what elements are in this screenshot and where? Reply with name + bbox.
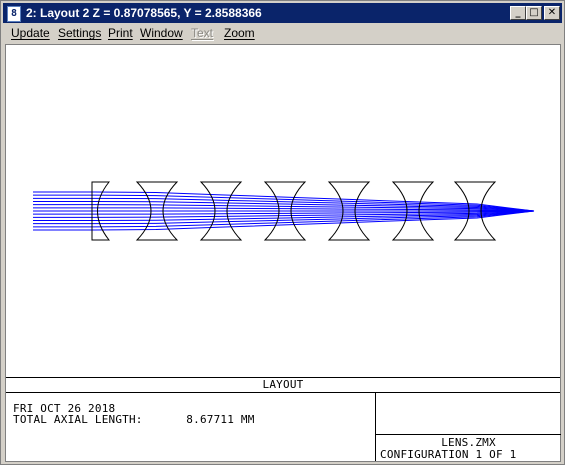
layout-canvas[interactable]: LAYOUT FRI OCT 26 2018 TOTAL AXIAL LENGT… bbox=[5, 44, 561, 462]
ray bbox=[33, 210, 535, 225]
ray bbox=[33, 201, 535, 212]
menu-settings[interactable]: Settings bbox=[58, 26, 102, 40]
lens-element bbox=[453, 181, 497, 241]
ray bbox=[33, 210, 535, 231]
ray bbox=[33, 194, 535, 212]
ray bbox=[33, 197, 535, 212]
lens-element bbox=[91, 181, 111, 241]
lens-element bbox=[199, 181, 243, 241]
ray bbox=[33, 210, 535, 228]
total-axial-length: TOTAL AXIAL LENGTH: 8.67711 MM bbox=[13, 414, 255, 425]
ray bbox=[33, 210, 535, 221]
menu-bar: Update Settings Print Window Text Zoom bbox=[3, 23, 562, 43]
minimize-button[interactable]: _ bbox=[510, 6, 526, 20]
layout-header: LAYOUT bbox=[6, 377, 560, 393]
plot-date: FRI OCT 26 2018 bbox=[13, 402, 116, 415]
lens-element bbox=[263, 181, 307, 241]
total-axial-length-label: TOTAL AXIAL LENGTH: bbox=[13, 413, 143, 426]
ray bbox=[33, 204, 535, 212]
total-axial-length-value: 8.67711 MM bbox=[186, 413, 255, 426]
ray bbox=[33, 191, 535, 212]
maximize-button[interactable]: □ bbox=[526, 6, 542, 20]
menu-text: Text bbox=[191, 26, 214, 40]
lens-element bbox=[391, 181, 435, 241]
lens-element bbox=[327, 181, 371, 241]
lens-layout-plot bbox=[33, 181, 535, 241]
lens-file-name: LENS.ZMX bbox=[441, 436, 496, 449]
close-button[interactable]: ✕ bbox=[544, 6, 560, 20]
ray bbox=[33, 207, 535, 212]
configuration-label: CONFIGURATION 1 OF 1 bbox=[380, 448, 517, 461]
ray bbox=[33, 210, 535, 215]
window-title: 2: Layout 2 Z = 0.87078565, Y = 2.858836… bbox=[26, 6, 262, 20]
menu-print[interactable]: Print bbox=[108, 26, 133, 40]
ray-bundle bbox=[33, 191, 535, 231]
title-block-right: LENS.ZMX CONFIGURATION 1 OF 1 bbox=[375, 392, 561, 461]
ray bbox=[33, 210, 535, 218]
lens-element bbox=[135, 181, 179, 241]
menu-window[interactable]: Window bbox=[140, 26, 183, 40]
title-block: FRI OCT 26 2018 TOTAL AXIAL LENGTH: 8.67… bbox=[6, 392, 561, 461]
title-bar[interactable]: 8 2: Layout 2 Z = 0.87078565, Y = 2.8588… bbox=[3, 3, 562, 23]
menu-update[interactable]: Update bbox=[11, 26, 50, 40]
file-info-box: LENS.ZMX CONFIGURATION 1 OF 1 bbox=[376, 434, 561, 462]
app-icon[interactable]: 8 bbox=[7, 6, 21, 22]
menu-zoom[interactable]: Zoom bbox=[224, 26, 255, 40]
lens-elements bbox=[91, 181, 497, 241]
